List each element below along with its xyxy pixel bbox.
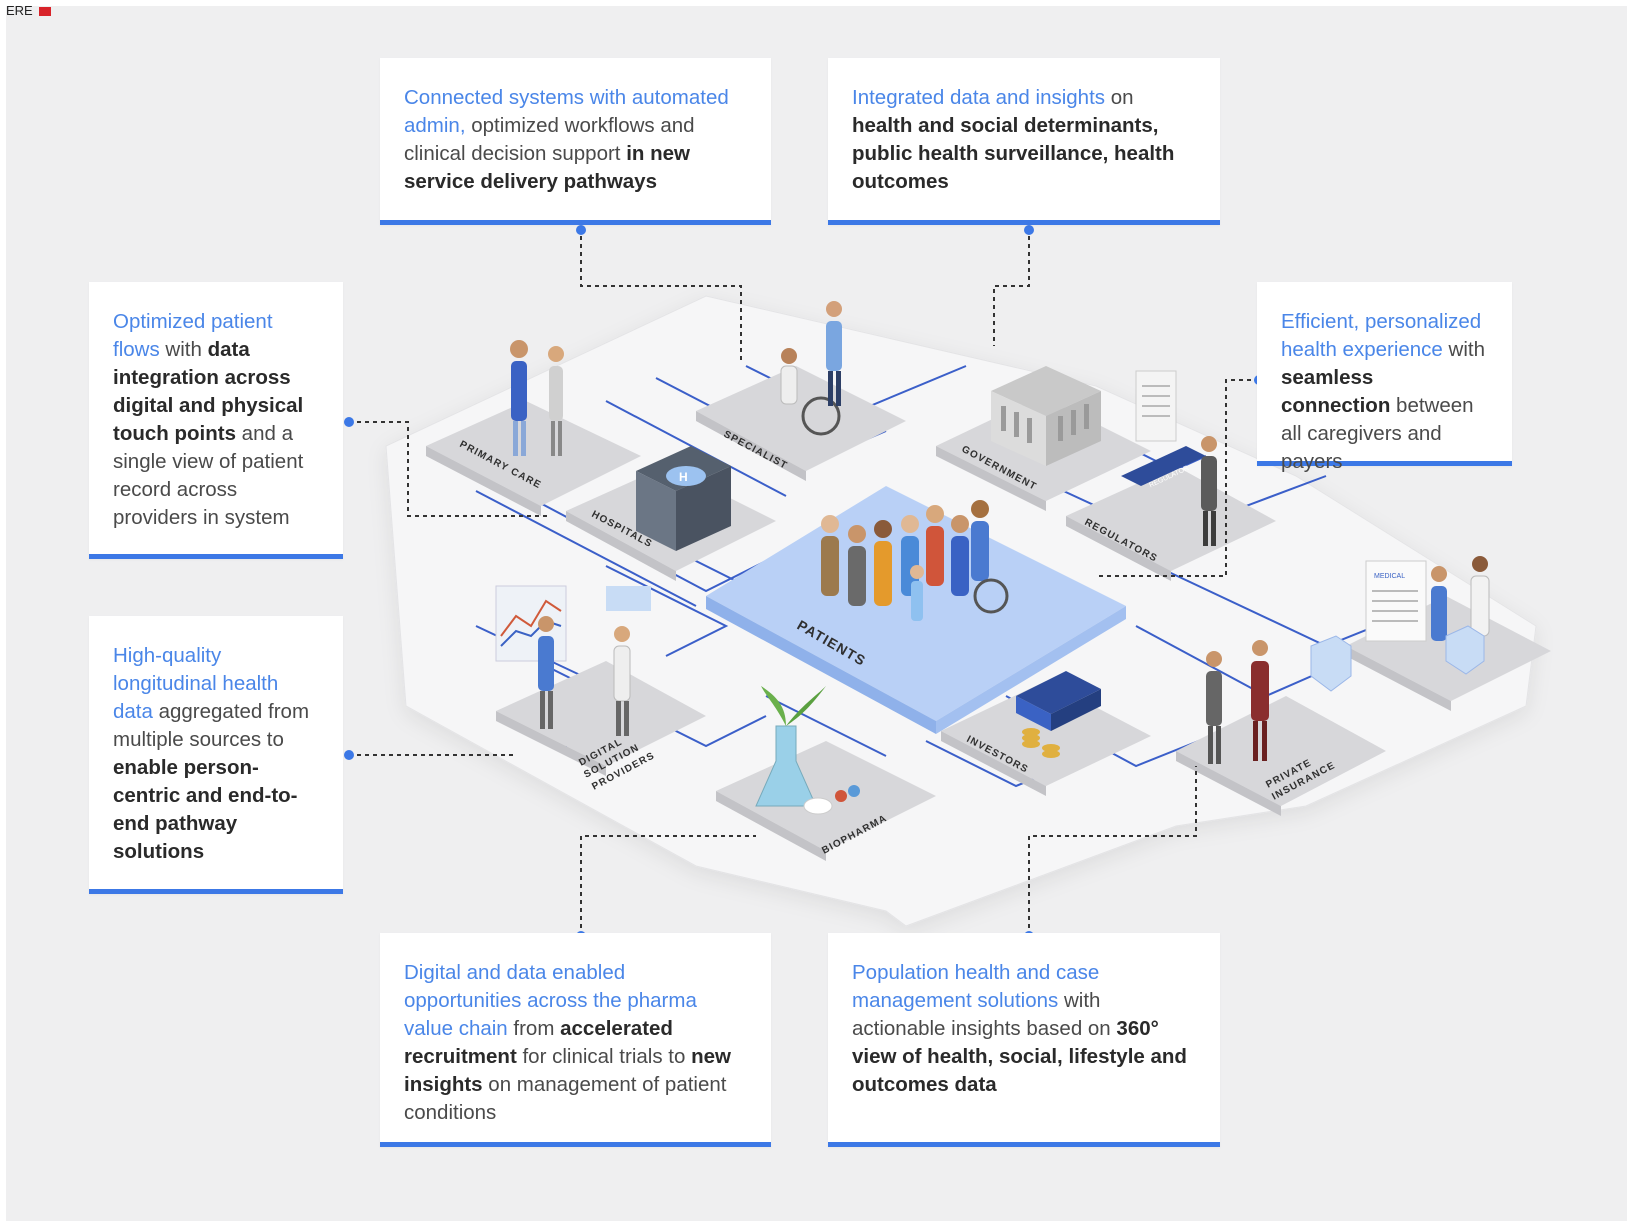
card-text-segment: Population health and case management so…	[852, 961, 1100, 1012]
card-text-segment: with	[1442, 338, 1485, 361]
illustration-hospital: H	[636, 446, 731, 551]
illustration-digital-providers	[495, 585, 651, 736]
page-corner-tag: ERE	[6, 3, 51, 18]
illustration-private-insurance-people	[1206, 635, 1352, 764]
illustration-payers: MEDICAL	[1365, 556, 1490, 675]
connectors	[349, 228, 1259, 936]
card-text-segment: accelerated recruitment	[404, 1017, 673, 1068]
card-text-segment: data integration across digital and phys…	[113, 338, 304, 445]
tile-specialist: SPECIALIST	[696, 366, 906, 481]
card-text-segment: 360° view of health, social, lifestyle a…	[852, 1017, 1187, 1096]
illustration-regulator: REGULATOR	[1121, 370, 1217, 546]
card-text-segment: on	[1105, 86, 1134, 109]
card-integrated-data: Integrated data and insights on health a…	[828, 58, 1220, 225]
card-text-segment: new insights	[404, 1045, 731, 1096]
card-text-segment: health and social determinants, public h…	[852, 114, 1175, 193]
red-marker-icon	[38, 7, 51, 17]
card-text-segment: with	[159, 338, 208, 361]
card-connected-systems: Connected systems with automated admin, …	[380, 58, 771, 225]
card-text-segment: Integrated data and insights	[852, 86, 1106, 109]
card-personalized-experience: Efficient, personalized health experienc…	[1257, 282, 1512, 473]
medical-sign-text: MEDICAL	[1374, 573, 1405, 580]
card-text-segment: aggregated from multiple sources to	[113, 700, 310, 751]
illustration-investors-money	[1016, 671, 1101, 758]
card-text-segment: optimized workflows and clinical decisio…	[404, 114, 695, 165]
illustration-government-building	[991, 366, 1101, 466]
card-text-segment: for clinical trials to	[516, 1045, 692, 1068]
card-text-segment: from	[507, 1017, 561, 1040]
card-text-segment: with actionable insights based on	[852, 989, 1117, 1040]
ecosystem-diagram: PRIMARY CARE SPECIALIST GOVERNMENT REGUL…	[344, 225, 1551, 941]
corner-tag-text: ERE	[6, 3, 33, 18]
card-pharma-value-chain: Digital and data enabled opportunities a…	[380, 933, 771, 1147]
card-text-segment: between all caregivers and payers	[1281, 394, 1474, 473]
card-high-quality-data: High-quality longitudinal health data ag…	[89, 616, 343, 894]
illustration-specialist-wheelchair	[780, 301, 842, 436]
card-text-segment: Efficient, personalized health experienc…	[1281, 310, 1482, 361]
illustration-primary-care-people	[510, 340, 564, 456]
card-optimized-patient-flows: Optimized patient flows with data integr…	[89, 282, 343, 559]
card-text-segment: Optimized patient flows	[113, 310, 273, 361]
card-text-segment: and a single view of patient record acro…	[113, 422, 304, 529]
tile-regulators: REGULATORS	[1066, 466, 1276, 581]
card-text-segment: enable person-centric and end-to-end pat…	[113, 756, 298, 863]
illustration-biopharma-flask	[755, 686, 860, 815]
card-text-segment: in new service delivery pathways	[404, 142, 690, 193]
illustration-patients-group	[821, 500, 1009, 621]
diagram-canvas: ERE	[6, 3, 1627, 1221]
card-text-segment: on management of patient conditions	[404, 1073, 727, 1124]
card-population-health: Population health and case management so…	[828, 933, 1220, 1147]
card-text-segment: High-quality longitudinal health data	[113, 644, 279, 723]
card-text-segment: seamless connection	[1281, 366, 1391, 417]
tile-investors: INVESTORS	[941, 681, 1151, 796]
card-text-segment: Digital and data enabled opportunities a…	[404, 961, 697, 1040]
card-text-segment: Connected systems with automated admin,	[404, 86, 729, 137]
hospital-helipad-icon: H	[679, 470, 688, 484]
